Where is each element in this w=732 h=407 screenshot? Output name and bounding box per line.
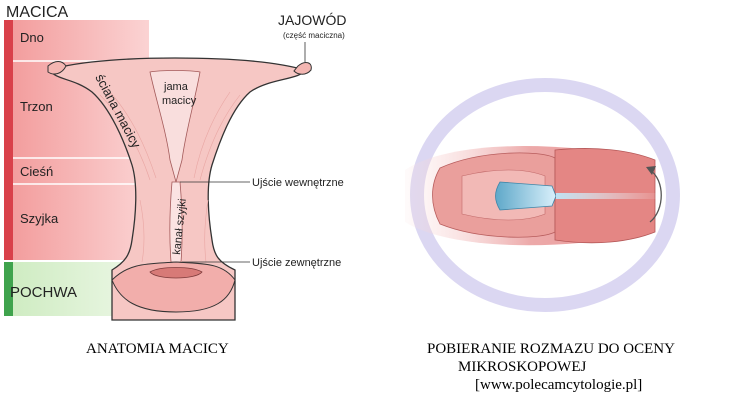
smear-collection-illustration bbox=[405, 78, 680, 312]
uterus-cross-section bbox=[47, 57, 312, 321]
canal-label: kanał szyjki bbox=[171, 198, 189, 255]
macica-label: MACICA bbox=[6, 4, 69, 21]
wall-striations bbox=[99, 91, 241, 263]
smear-caption-line1: POBIERANIE ROZMAZU DO OCENY bbox=[427, 341, 675, 357]
external-os-label: Ujście zewnętrzne bbox=[252, 257, 341, 269]
smear-caption-line2: MIKROSKOPOWEJ bbox=[458, 359, 587, 375]
vagina-vertical-bar bbox=[4, 262, 13, 316]
rotation-arrowhead bbox=[646, 166, 656, 175]
anatomy-caption: ANATOMIA MACICY bbox=[86, 341, 229, 357]
level-label-dno: Dno bbox=[20, 30, 44, 45]
cytobrush-head bbox=[495, 181, 557, 211]
internal-os-label: Ujście wewnętrzne bbox=[252, 177, 344, 189]
cavity-label-line2: macicy bbox=[162, 95, 197, 107]
level-label-szyjka: Szyjka bbox=[20, 211, 59, 226]
left-tube-end bbox=[47, 61, 67, 75]
cavity-label-line1: jama bbox=[163, 81, 189, 93]
uterine-cavity bbox=[149, 70, 201, 184]
tube-label: JAJOWÓD bbox=[278, 12, 346, 28]
level-label-trzon: Trzon bbox=[20, 99, 53, 114]
external-os-opening bbox=[149, 267, 203, 279]
source-caption: [www.polecamcytologie.pl] bbox=[475, 377, 643, 393]
tube-sublabel: (część maciczna) bbox=[283, 31, 345, 40]
uterus-vertical-bar bbox=[4, 20, 13, 260]
rotation-arrow bbox=[649, 169, 662, 223]
right-tube-end bbox=[293, 62, 312, 75]
cytobrush-rod bbox=[556, 193, 666, 199]
vaginal-fornix bbox=[111, 261, 236, 313]
level-label-pochwa: POCHWA bbox=[10, 284, 77, 301]
level-label-ciesn: Cieśń bbox=[20, 164, 53, 179]
